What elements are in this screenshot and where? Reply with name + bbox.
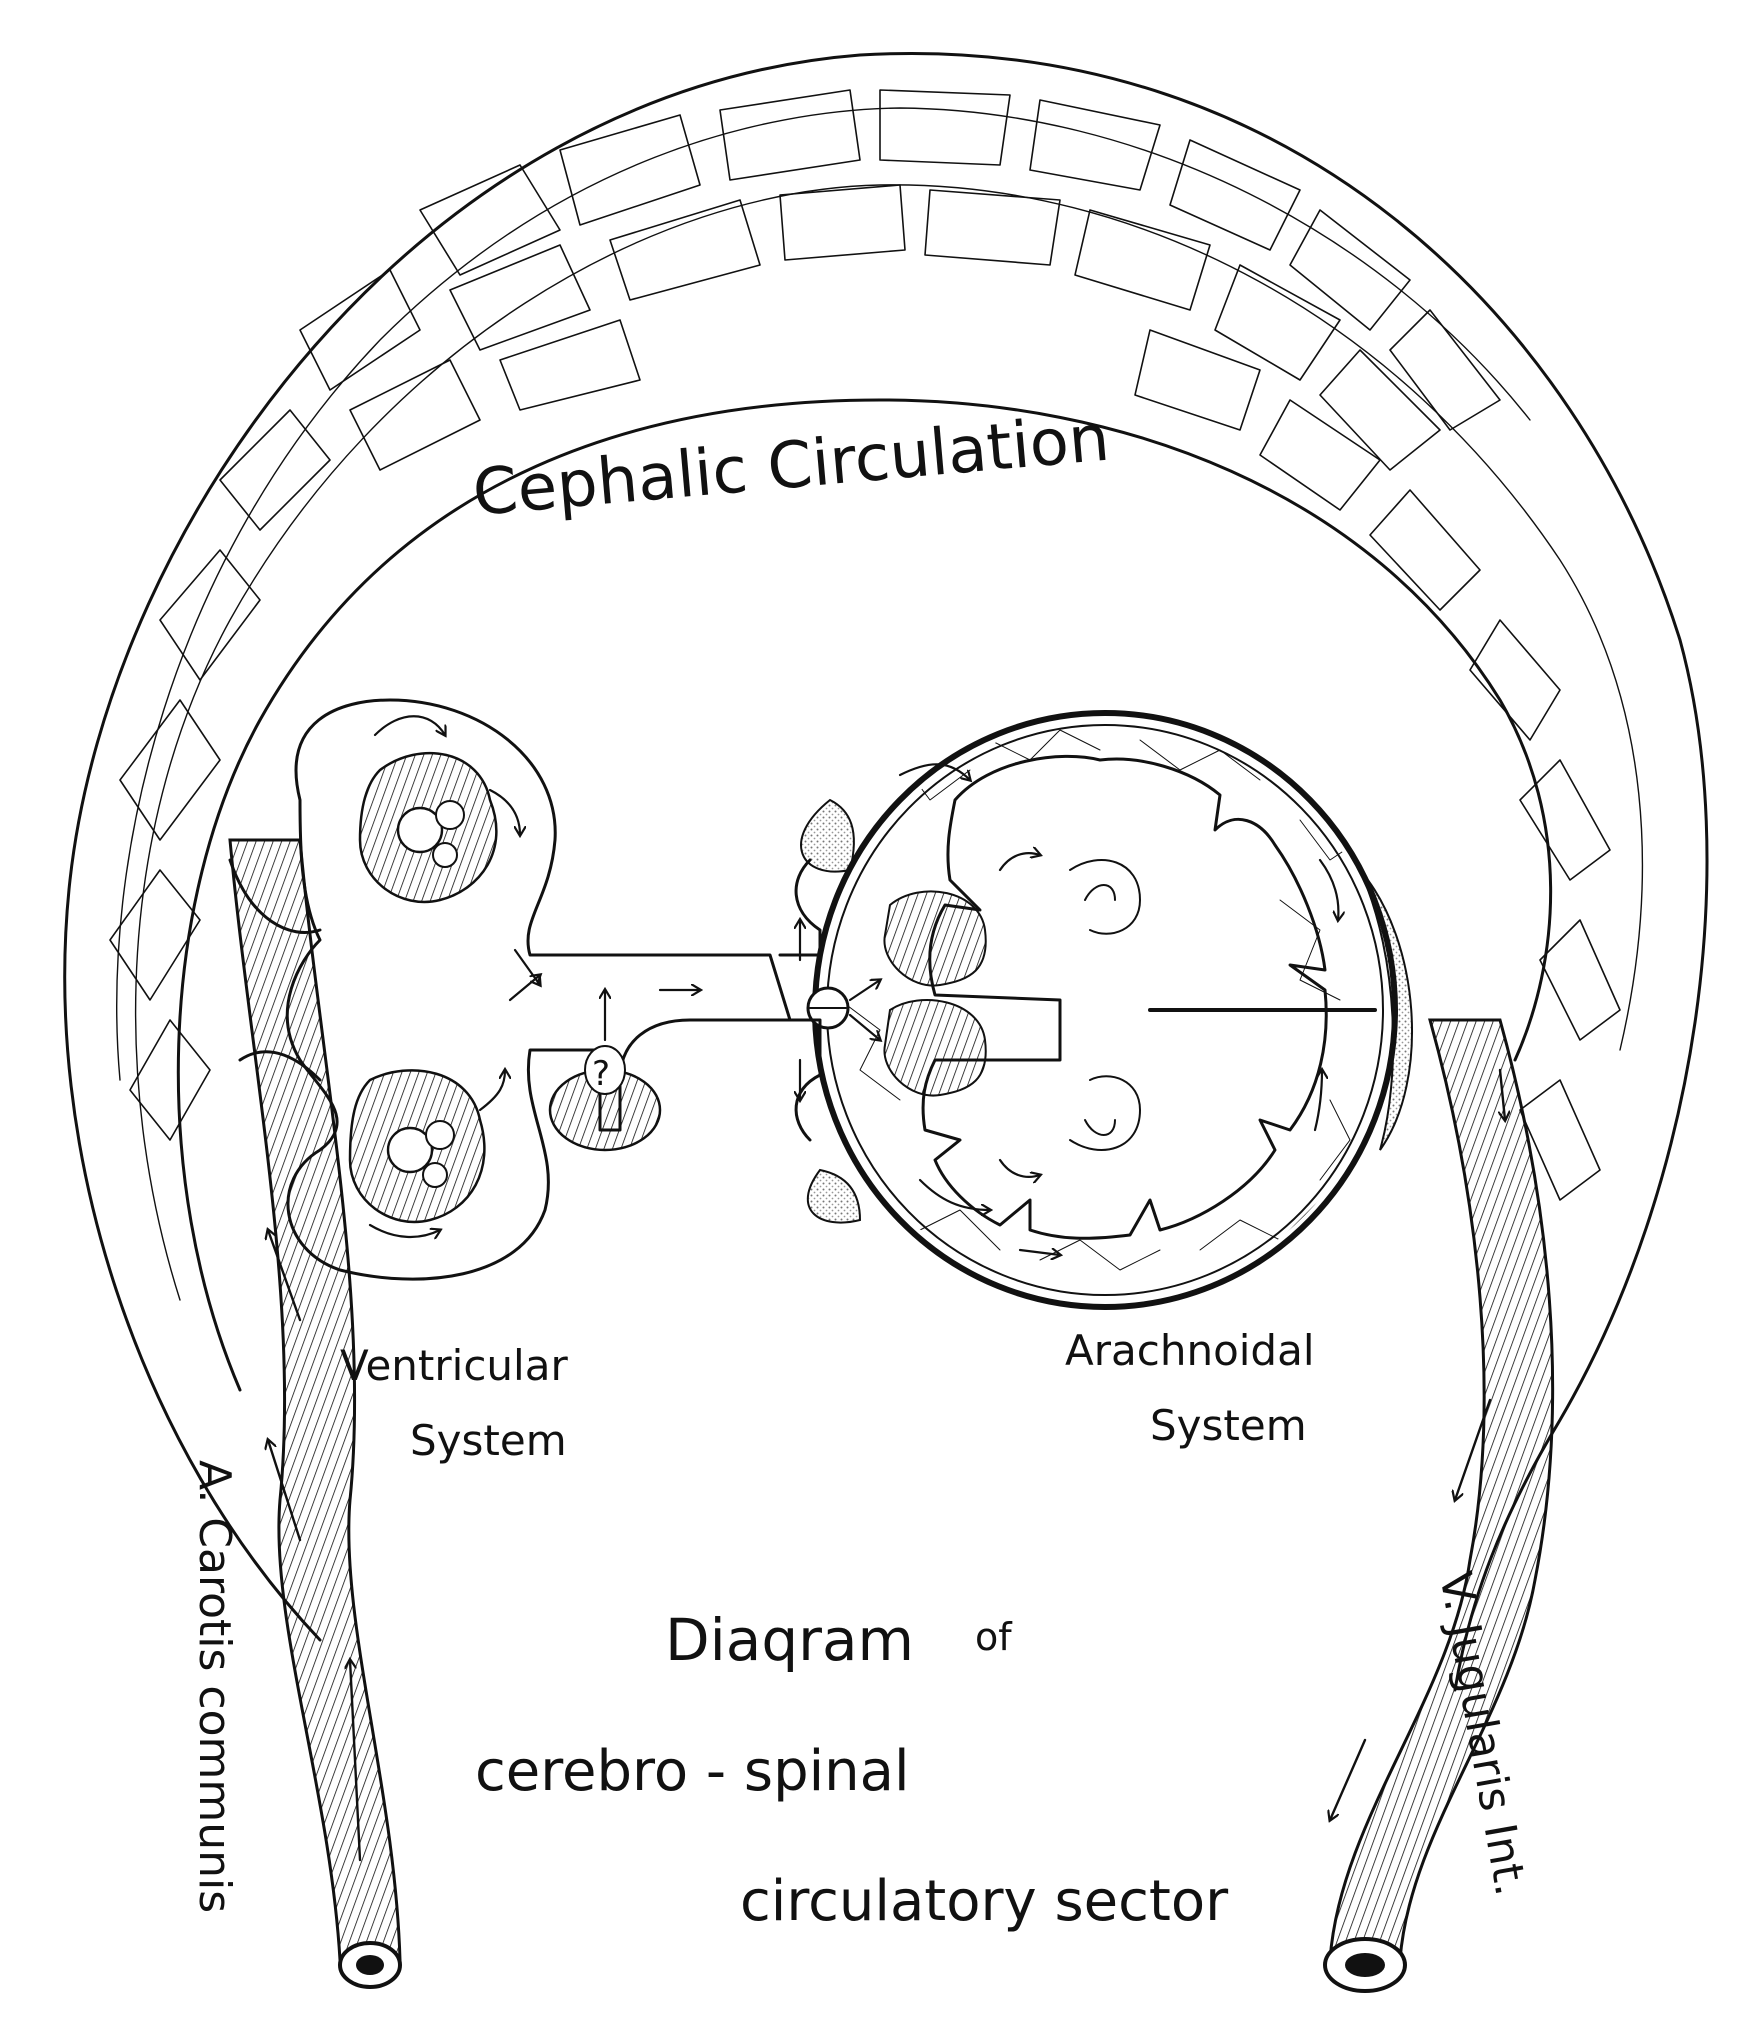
label-arachnoidal-system-1: Arachnoidal [1065,1326,1315,1375]
choroid-plexus-upper [358,751,498,904]
cephalic-arch [63,52,1709,1692]
title-line-1: Diaqram [665,1606,914,1674]
title-line-3: circulatory sector [740,1869,1229,1934]
vessel-network-cells [109,89,1621,1201]
title-of: of [975,1615,1013,1659]
brain-cortex [921,754,1328,1240]
label-carotis-communis: A. Carotis communis [189,1460,240,1913]
label-cephalic-circulation: Cephalic Circulation [470,402,1112,531]
pineal-body: ? [548,1045,662,1152]
carotid-artery [228,838,402,1989]
choroid-plexus-lower [348,1069,486,1224]
jugular-vein [1323,1018,1555,1993]
title-line-2: cerebro - spinal [475,1739,910,1804]
question-mark: ? [592,1054,610,1094]
label-ventricular-system-1: Ventricular [340,1341,568,1390]
label-ventricular-system-2: System [410,1416,567,1465]
label-arachnoidal-system-2: System [1150,1401,1307,1450]
ventricular-system: ? [228,698,792,1281]
arachnoidal-system [778,710,1413,1310]
